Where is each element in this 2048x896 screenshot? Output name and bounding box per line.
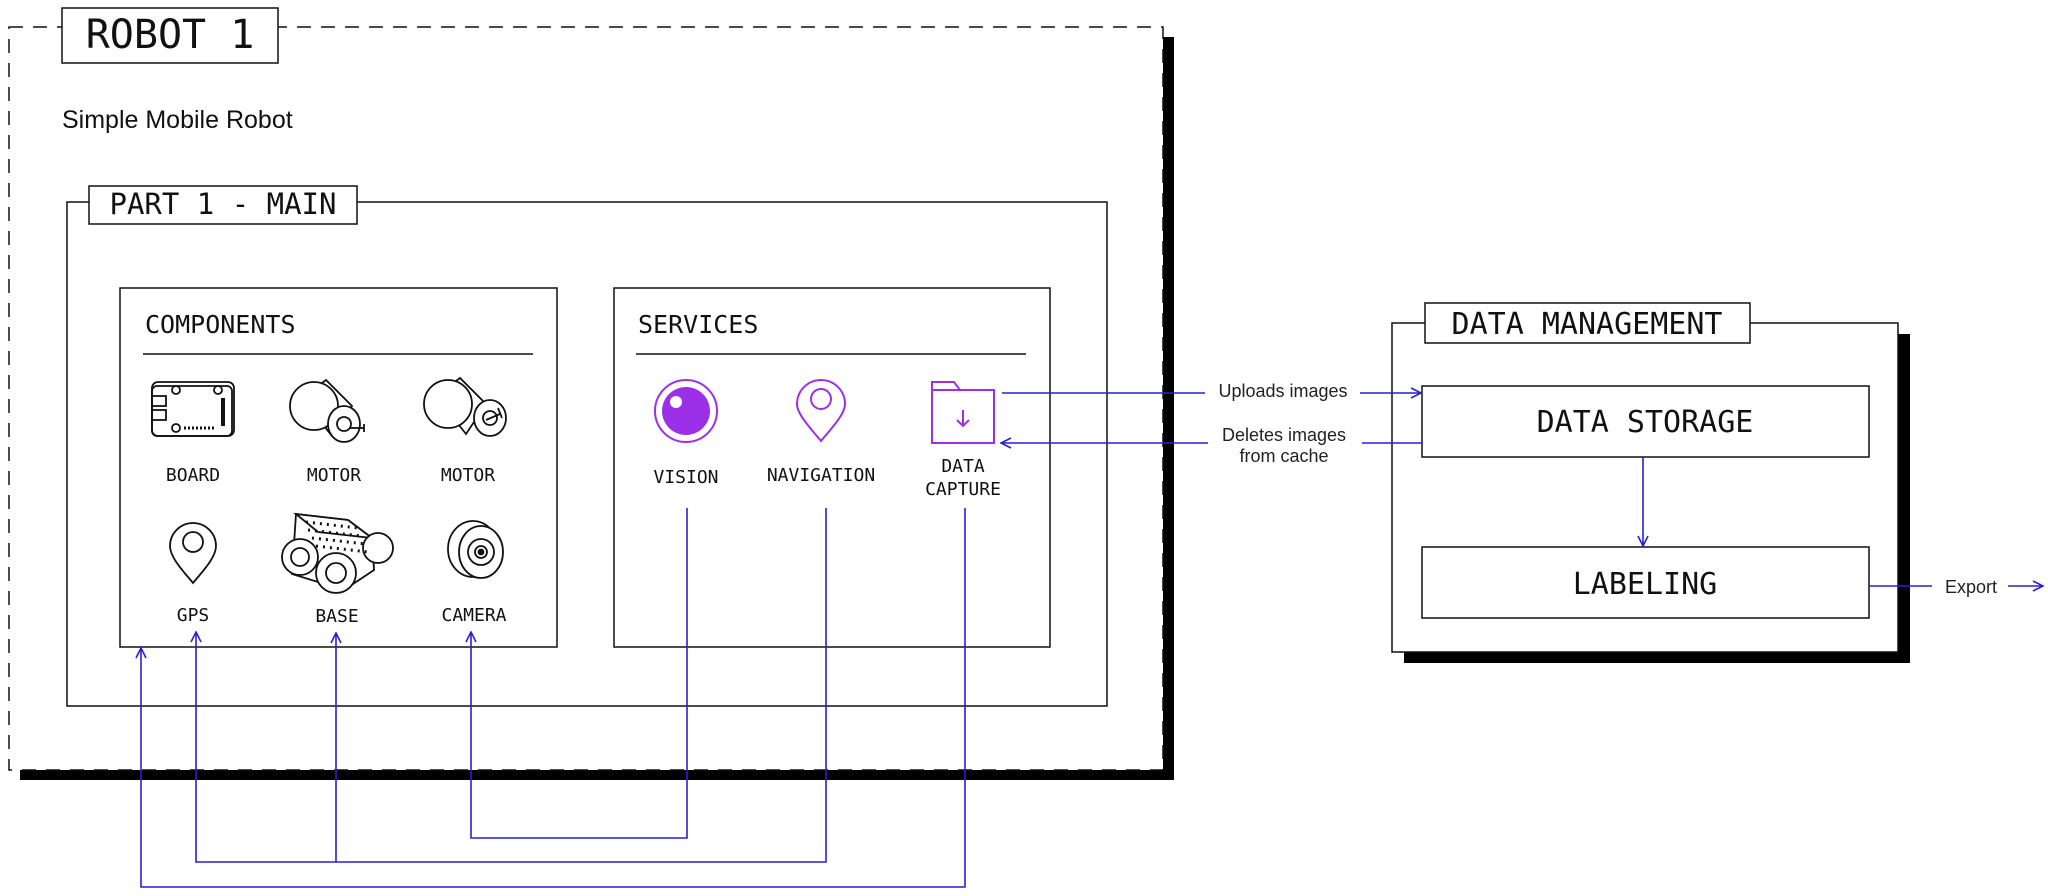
uploads-label: Uploads images bbox=[1218, 381, 1347, 401]
services-heading: SERVICES bbox=[638, 310, 758, 339]
service-label-line2: CAPTURE bbox=[925, 479, 1001, 500]
data-storage-label: DATA STORAGE bbox=[1537, 405, 1754, 440]
motor-icon bbox=[423, 376, 507, 437]
deletes-label-line1: Deletes images bbox=[1222, 425, 1346, 445]
service-navigation[interactable]: NAVIGATION bbox=[767, 379, 875, 486]
components-heading: COMPONENTS bbox=[145, 310, 296, 339]
robot-subtitle: Simple Mobile Robot bbox=[62, 106, 293, 134]
data-storage-node[interactable]: DATA STORAGE bbox=[1421, 385, 1870, 458]
tracked-base-icon bbox=[281, 512, 394, 594]
component-label: CAMERA bbox=[441, 605, 506, 626]
component-label: BASE bbox=[315, 606, 358, 627]
deletes-label-line2: from cache bbox=[1239, 446, 1328, 466]
components-panel: COMPONENTS BOARD bbox=[119, 287, 558, 648]
data-management-panel: DATA MANAGEMENT DATA STORAGE LABELING bbox=[1391, 302, 1910, 663]
navigation-to-gps-wire bbox=[196, 508, 827, 863]
robot-title-box bbox=[61, 7, 279, 64]
service-label: NAVIGATION bbox=[767, 465, 875, 486]
service-vision[interactable]: VISION bbox=[653, 379, 719, 488]
location-pin-icon bbox=[169, 522, 217, 585]
data-management-title-box bbox=[1424, 302, 1751, 344]
services-panel: SERVICES VISION NAVIGATION bbox=[613, 287, 1051, 648]
robot-title: ROBOT 1 bbox=[86, 12, 255, 58]
data-management-title: DATA MANAGEMENT bbox=[1452, 307, 1723, 342]
component-label: MOTOR bbox=[307, 465, 361, 486]
labeling-box bbox=[1421, 546, 1870, 619]
component-motor-1[interactable]: MOTOR bbox=[289, 378, 365, 486]
component-label: GPS bbox=[177, 605, 210, 626]
part-main-title: PART 1 - MAIN bbox=[110, 187, 337, 221]
data-storage-box bbox=[1421, 385, 1870, 458]
motor-icon bbox=[289, 378, 365, 443]
vision-to-camera-wire bbox=[471, 508, 688, 839]
service-label-line1: DATA bbox=[941, 456, 985, 477]
component-board[interactable]: BOARD bbox=[151, 381, 235, 486]
part-main-title-box bbox=[88, 185, 358, 225]
component-camera[interactable]: CAMERA bbox=[441, 520, 507, 626]
location-pin-icon bbox=[795, 379, 847, 443]
labeling-node[interactable]: LABELING bbox=[1421, 546, 1870, 619]
component-gps[interactable]: GPS bbox=[169, 522, 217, 626]
labeling-label: LABELING bbox=[1573, 567, 1718, 602]
component-motor-2[interactable]: MOTOR bbox=[423, 376, 507, 486]
component-label: MOTOR bbox=[441, 465, 495, 486]
eye-icon bbox=[654, 379, 718, 443]
folder-download-icon bbox=[931, 381, 995, 444]
service-data-capture[interactable]: DATA CAPTURE bbox=[925, 381, 1001, 500]
export-label: Export bbox=[1945, 577, 1997, 597]
camera-icon bbox=[447, 520, 504, 579]
connectors: Uploads images Deletes images from cache… bbox=[141, 381, 2043, 888]
data-capture-to-components-wire bbox=[141, 508, 966, 888]
component-base[interactable]: BASE bbox=[281, 512, 394, 627]
service-label: VISION bbox=[653, 467, 718, 488]
component-label: BOARD bbox=[166, 465, 220, 486]
board-icon bbox=[151, 381, 235, 437]
